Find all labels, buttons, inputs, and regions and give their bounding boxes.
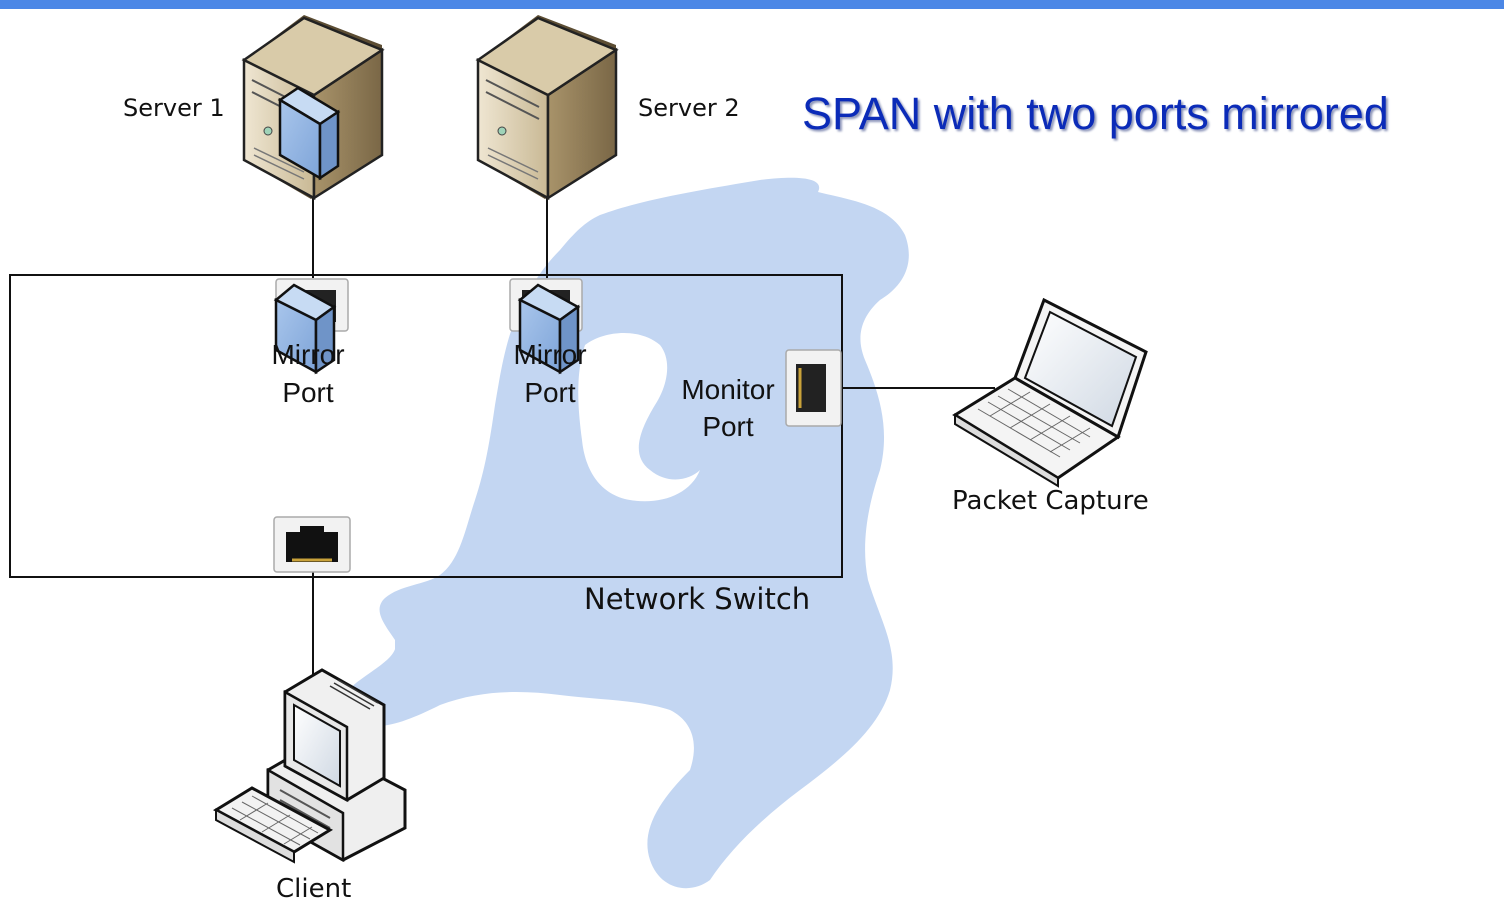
client-port-icon (273, 516, 351, 573)
packet-capture-label: Packet Capture (952, 486, 1149, 516)
top-accent-bar (0, 0, 1504, 9)
wadden-islands (560, 182, 812, 272)
laptop-icon (952, 297, 1148, 488)
mirror-port-2-box-icon (517, 283, 581, 375)
server2-label: Server 2 (638, 94, 740, 122)
monitor-port-label: Monitor Port (668, 371, 788, 445)
lake-cutout (578, 332, 700, 502)
mirror-port-1-box-icon (273, 283, 337, 375)
monitor-port-line2: Port (702, 411, 754, 442)
mirror-port-1-label: Mirror Port (260, 336, 356, 412)
client-label: Client (276, 874, 352, 904)
mirror-port-2-label: Mirror Port (502, 336, 598, 412)
desktop-computer-icon (212, 668, 407, 864)
network-switch-label: Network Switch (584, 582, 811, 616)
server1-label: Server 1 (123, 94, 225, 122)
network-switch-box (9, 274, 843, 578)
mirror-port-1-line2: Port (282, 377, 334, 408)
mirror-port-1-line1: Mirror (271, 339, 345, 370)
zeeland-islands (358, 631, 440, 703)
diagram-title: SPAN with two ports mirrored (802, 88, 1389, 139)
mirror-port-2-line1: Mirror (513, 339, 587, 370)
monitor-port-icon (785, 349, 842, 427)
server1-mirror-box-icon (277, 86, 341, 181)
server2-tower-icon (475, 15, 619, 201)
mirror-port-2-line2: Port (524, 377, 576, 408)
monitor-port-line1: Monitor (681, 374, 775, 405)
netherlands-map (345, 177, 909, 889)
